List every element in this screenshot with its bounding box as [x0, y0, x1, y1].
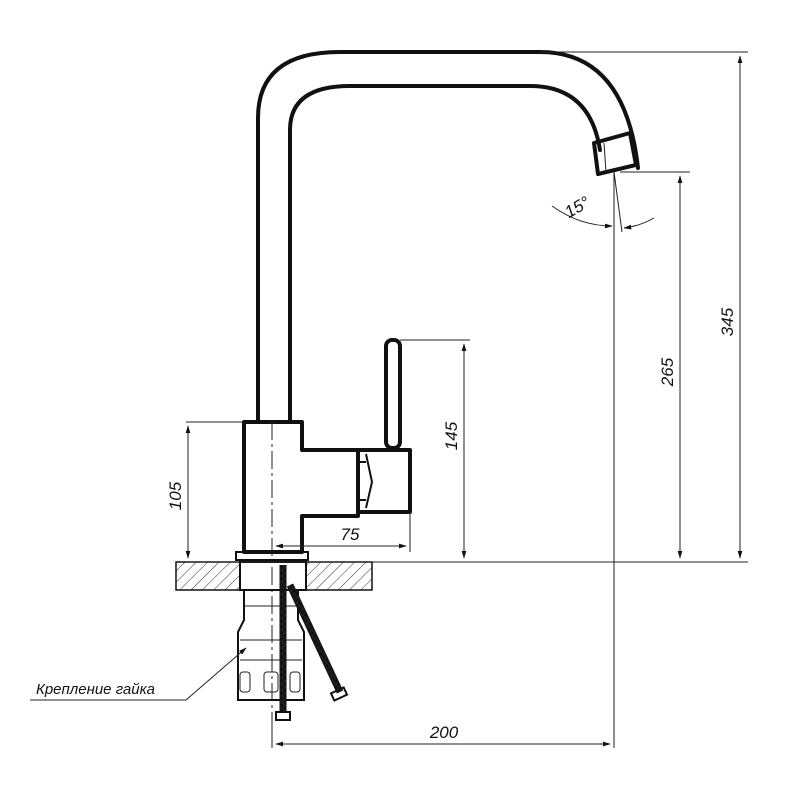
- dim-overall-height: 345: [718, 307, 737, 336]
- dimension-lines: [30, 51, 748, 748]
- countertop: [175, 561, 373, 591]
- dim-reach: 200: [429, 723, 459, 742]
- spout: [256, 50, 640, 424]
- dim-handle-offset: 75: [341, 525, 360, 544]
- dim-lever-height: 145: [442, 421, 461, 450]
- valve-body: [235, 338, 412, 720]
- dim-angle: 15°: [561, 192, 593, 221]
- label-mounting-nut: Крепление гайка: [36, 681, 155, 698]
- dim-body-height: 105: [166, 481, 185, 510]
- dim-spout-height: 265: [658, 357, 677, 387]
- mounting-assembly: [237, 561, 349, 721]
